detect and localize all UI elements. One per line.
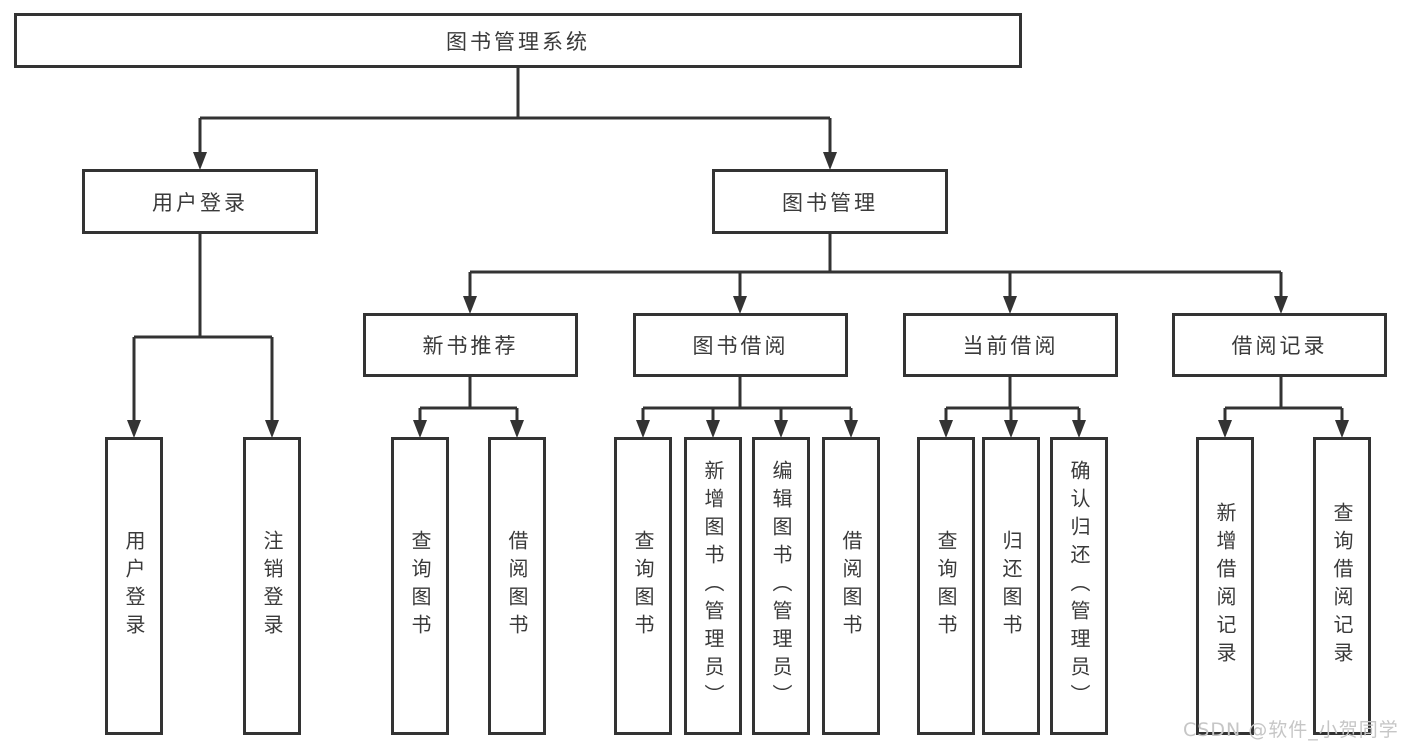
node-cb-confirm-return-admin: 确认归还（管理员） (1050, 437, 1108, 735)
node-bb-add-book-admin: 新增图书（管理员） (684, 437, 742, 735)
node-leaf-logout: 注销登录 (243, 437, 301, 735)
node-new-book-recommend: 新书推荐 (363, 313, 578, 377)
node-library-system: 图书管理系统 (14, 13, 1022, 68)
node-rec-query-book: 查询图书 (391, 437, 449, 735)
node-br-query-record: 查询借阅记录 (1313, 437, 1371, 735)
node-cb-query-book: 查询图书 (917, 437, 975, 735)
node-current-borrowing: 当前借阅 (903, 313, 1118, 377)
node-cb-return-book: 归还图书 (982, 437, 1040, 735)
node-bb-borrow-book: 借阅图书 (822, 437, 880, 735)
node-book-management: 图书管理 (712, 169, 948, 234)
node-borrow-records: 借阅记录 (1172, 313, 1387, 377)
node-leaf-user-login: 用户登录 (105, 437, 163, 735)
node-br-add-record: 新增借阅记录 (1196, 437, 1254, 735)
node-bb-query-book: 查询图书 (614, 437, 672, 735)
csdn-watermark: CSDN @软件_小贺同学 (1183, 719, 1399, 741)
node-rec-borrow-book: 借阅图书 (488, 437, 546, 735)
node-bb-edit-book-admin: 编辑图书（管理员） (752, 437, 810, 735)
node-book-borrowing: 图书借阅 (633, 313, 848, 377)
node-user-login: 用户登录 (82, 169, 318, 234)
